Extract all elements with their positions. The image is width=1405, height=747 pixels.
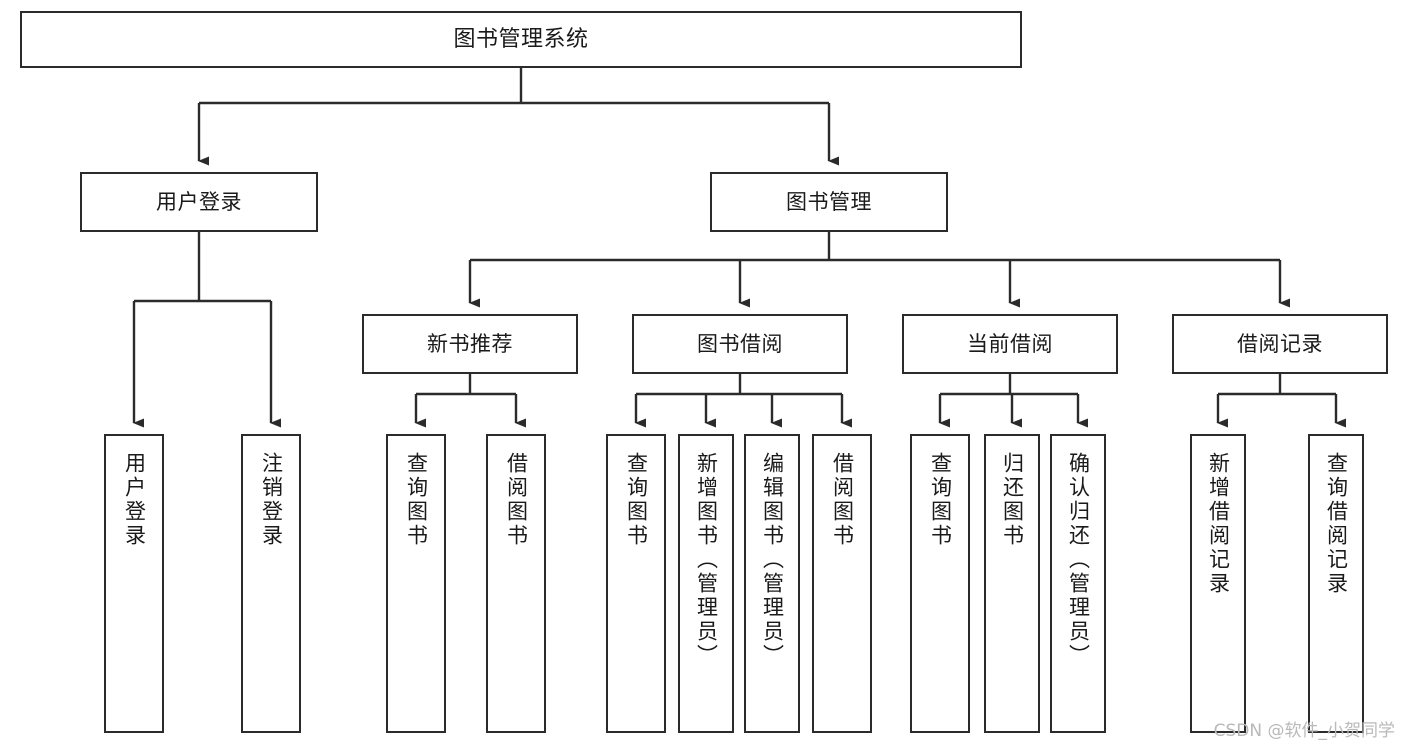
node-root[interactable]: 图书管理系统: [20, 11, 1022, 68]
watermark-text: CSDN @软件_小贺同学: [1213, 721, 1395, 741]
node-borrow-record[interactable]: 借阅记录: [1172, 314, 1388, 374]
node-new-book-recommend-label: 新书推荐: [427, 331, 513, 356]
node-book-manage-label: 图书管理: [786, 189, 872, 214]
node-book-borrow[interactable]: 图书借阅: [632, 314, 848, 374]
node-leaf-add-record-label: 新增借阅记录: [1206, 452, 1231, 596]
node-current-borrow[interactable]: 当前借阅: [902, 314, 1118, 374]
node-leaf-query-book-3-label: 查询图书: [928, 452, 953, 548]
node-book-borrow-label: 图书借阅: [697, 331, 783, 356]
node-leaf-user-logout[interactable]: 注销登录: [241, 434, 301, 733]
node-leaf-add-book-label: 新增图书（管理员）: [694, 452, 719, 668]
node-leaf-add-book[interactable]: 新增图书（管理员）: [678, 434, 734, 733]
node-leaf-borrow-book-1-label: 借阅图书: [504, 452, 529, 548]
node-leaf-edit-book[interactable]: 编辑图书（管理员）: [744, 434, 800, 733]
node-leaf-add-record[interactable]: 新增借阅记录: [1190, 434, 1246, 733]
node-leaf-borrow-book-1[interactable]: 借阅图书: [486, 434, 546, 733]
node-borrow-record-label: 借阅记录: [1237, 331, 1323, 356]
node-leaf-query-book-2-label: 查询图书: [624, 452, 649, 548]
node-leaf-query-book-2[interactable]: 查询图书: [606, 434, 666, 733]
node-leaf-confirm-return[interactable]: 确认归还（管理员）: [1050, 434, 1106, 733]
node-leaf-borrow-book-2[interactable]: 借阅图书: [812, 434, 872, 733]
node-leaf-query-book-1-label: 查询图书: [404, 452, 429, 548]
node-leaf-user-logout-label: 注销登录: [259, 452, 284, 548]
node-current-borrow-label: 当前借阅: [967, 331, 1053, 356]
node-leaf-edit-book-label: 编辑图书（管理员）: [760, 452, 785, 668]
node-leaf-user-login[interactable]: 用户登录: [104, 434, 164, 733]
node-leaf-confirm-return-label: 确认归还（管理员）: [1066, 452, 1091, 668]
node-leaf-query-record[interactable]: 查询借阅记录: [1308, 434, 1364, 733]
node-leaf-query-book-1[interactable]: 查询图书: [386, 434, 446, 733]
node-book-manage[interactable]: 图书管理: [710, 172, 948, 232]
node-leaf-return-book-label: 归还图书: [1000, 452, 1025, 548]
node-leaf-user-login-label: 用户登录: [122, 452, 147, 548]
node-leaf-borrow-book-2-label: 借阅图书: [830, 452, 855, 548]
node-leaf-return-book[interactable]: 归还图书: [984, 434, 1040, 733]
node-user-login-label: 用户登录: [156, 189, 242, 214]
node-leaf-query-record-label: 查询借阅记录: [1324, 452, 1349, 596]
node-root-label: 图书管理系统: [453, 26, 589, 52]
node-new-book-recommend[interactable]: 新书推荐: [362, 314, 578, 374]
node-user-login[interactable]: 用户登录: [80, 172, 318, 232]
node-leaf-query-book-3[interactable]: 查询图书: [910, 434, 970, 733]
